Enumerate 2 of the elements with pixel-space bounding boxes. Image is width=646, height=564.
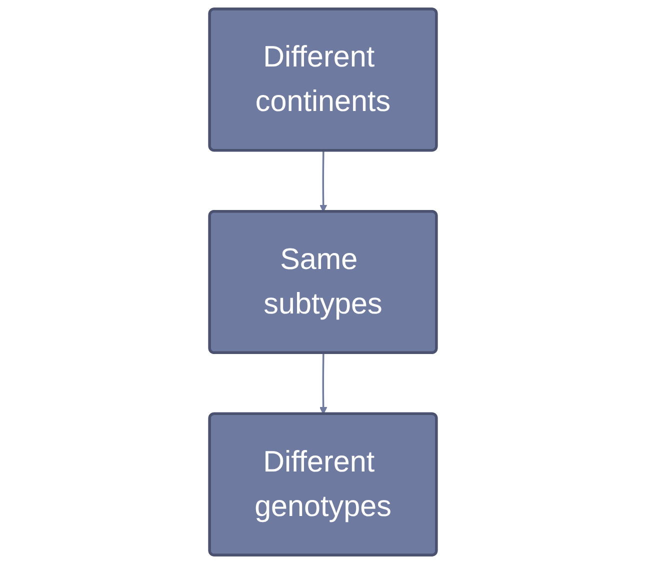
arrow (320, 353, 328, 414)
arrow (320, 150, 328, 212)
